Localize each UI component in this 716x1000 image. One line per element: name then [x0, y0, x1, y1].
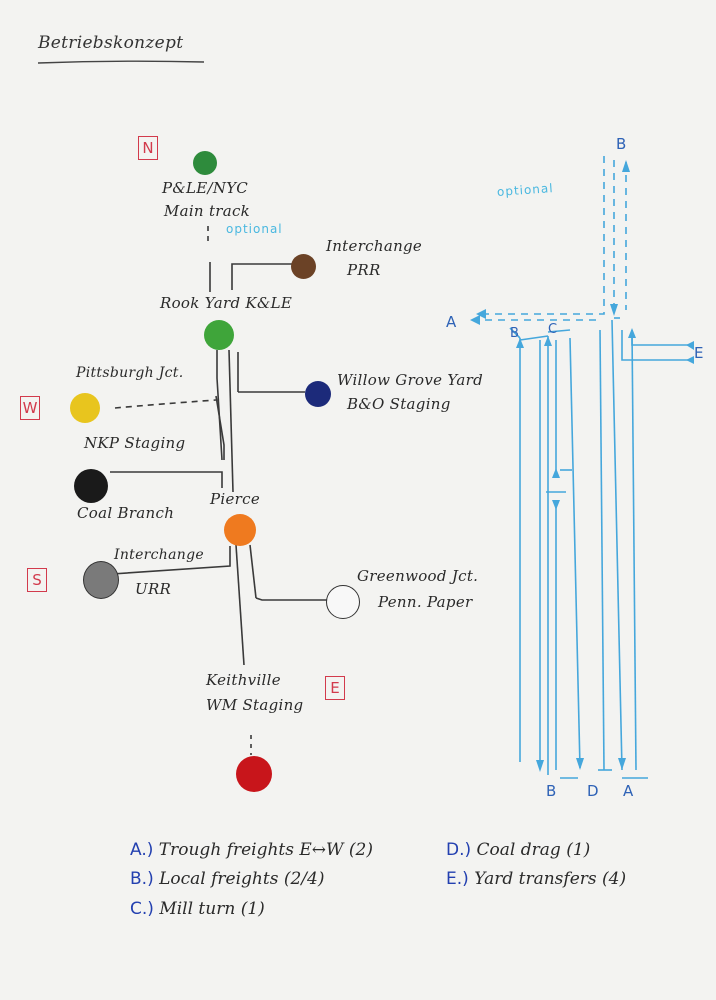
legend-text-e: Yard transfers (4): [474, 869, 627, 889]
pittsburgh-jct-label: Pittsburgh Jct.: [76, 365, 184, 381]
legend-text-c: Mill turn (1): [159, 899, 265, 919]
interchange-prr-label-line1: Interchange: [326, 237, 423, 255]
legend-item-e: E.) Yard transfers (4): [446, 869, 626, 889]
keithville-label-line2: WM Staging: [206, 696, 304, 714]
greenwood-jct-node: [326, 585, 360, 619]
willow-grove-node: [305, 381, 331, 407]
legend-text-a: Trough freights E↔W (2): [158, 840, 373, 860]
willow-grove-label-line1: Willow Grove Yard: [337, 371, 484, 389]
pierce-node: [224, 514, 256, 546]
north-direction-box: N: [138, 136, 158, 160]
legend-item-b: B.) Local freights (2/4): [130, 869, 324, 889]
route-label-bottom-d: D: [587, 782, 599, 800]
legend-key-b: B.): [130, 869, 154, 889]
nkp-staging-label: NKP Staging: [84, 434, 186, 452]
greenwood-jct-label-line2: Penn. Paper: [378, 593, 473, 611]
greenwood-jct-label-line1: Greenwood Jct.: [357, 567, 479, 585]
legend-text-b: Local freights (2/4): [159, 869, 325, 889]
west-direction-box: W: [20, 396, 40, 420]
legend-text-d: Coal drag (1): [476, 840, 591, 860]
main-track-node: [193, 151, 217, 175]
interchange-urr-label-line2: URR: [135, 580, 172, 598]
route-label-track-b: B: [510, 326, 519, 341]
main-track-label-line1: P&LE/NYC: [161, 179, 249, 197]
route-label-bottom-b: B: [546, 782, 557, 800]
legend-key-d: D.): [446, 840, 472, 860]
interchange-prr-label-line2: PRR: [347, 261, 381, 279]
coal-branch-node: [74, 469, 108, 503]
page-title: Betriebskonzept: [38, 33, 184, 53]
route-label-left-a: A: [446, 313, 457, 331]
route-label-track-c: C: [548, 322, 558, 337]
route-label-top-b: B: [616, 135, 627, 153]
legend-item-d: D.) Coal drag (1): [446, 840, 590, 860]
optional-label-left: optional: [226, 222, 283, 236]
legend-key-e: E.): [446, 869, 469, 889]
legend-key-a: A.): [130, 840, 154, 860]
interchange-prr-node: [291, 254, 316, 279]
willow-grove-label-line2: B&O Staging: [347, 395, 451, 413]
keithville-label-line1: Keithville: [206, 671, 281, 689]
south-direction-box: S: [27, 568, 47, 592]
pierce-label: Pierce: [210, 490, 261, 508]
rook-yard-node: [204, 320, 234, 350]
keithville-node: [236, 756, 272, 792]
east-direction-box: E: [325, 676, 345, 700]
legend-key-c: C.): [130, 899, 154, 919]
legend-item-a: A.) Trough freights E↔W (2): [130, 840, 373, 860]
rook-yard-label: Rook Yard K&LE: [160, 294, 293, 312]
pittsburgh-jct-node: [70, 393, 100, 423]
route-label-bottom-a: A: [623, 782, 634, 800]
main-track-label-line2: Main track: [163, 202, 251, 220]
interchange-urr-node: [83, 561, 119, 599]
coal-branch-label: Coal Branch: [77, 504, 175, 522]
route-label-right-e: E: [694, 344, 704, 362]
legend-item-c: C.) Mill turn (1): [130, 899, 265, 919]
interchange-urr-label-line1: Interchange: [114, 547, 204, 563]
